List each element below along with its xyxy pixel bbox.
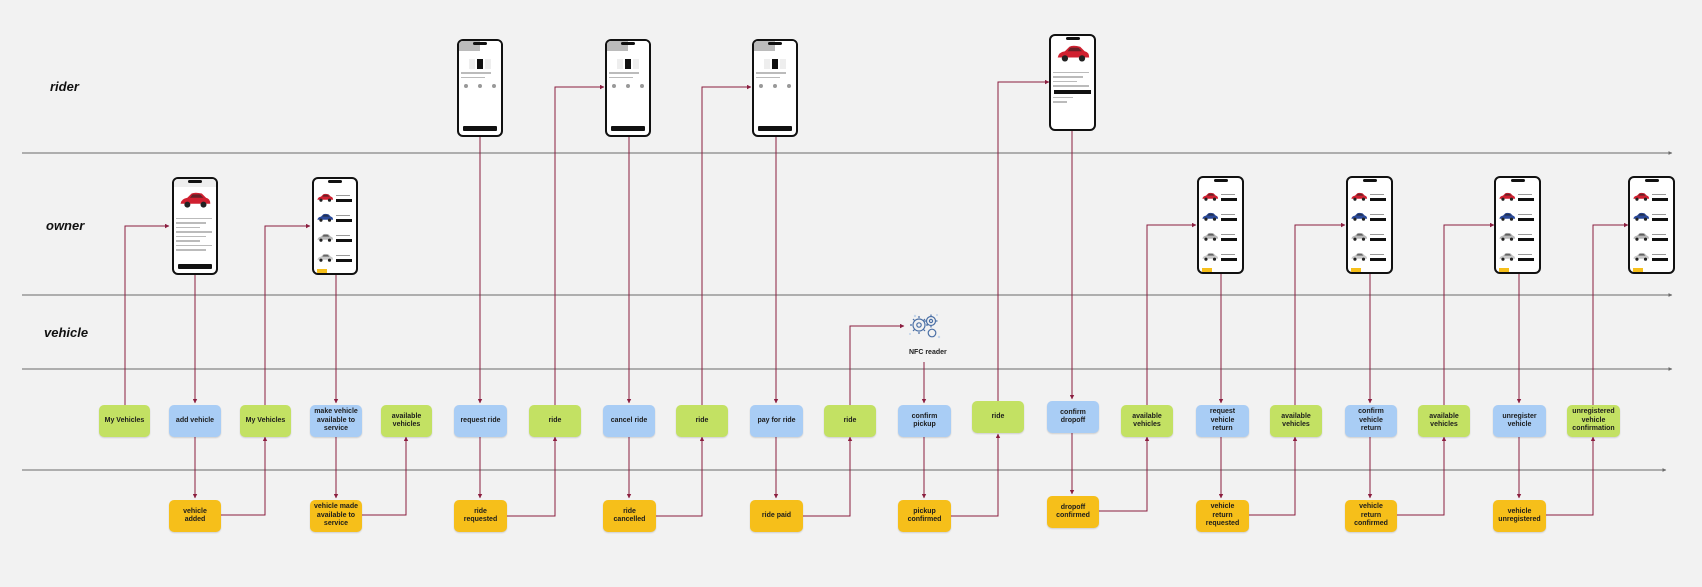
- connector: [801, 436, 853, 517]
- view-sticky: ride: [972, 401, 1024, 433]
- vehicle-list-phone-screen: [1197, 176, 1244, 274]
- vehicle-list-phone-screen: [1628, 176, 1675, 274]
- event-sticky: pickup confirmed: [898, 500, 951, 532]
- connector: [220, 436, 268, 516]
- event-sticky: ride paid: [750, 500, 803, 532]
- connector: [1592, 222, 1629, 405]
- lane-label-rider: rider: [50, 79, 79, 94]
- connector: [849, 323, 905, 405]
- flow-connectors: [124, 79, 1629, 517]
- phone-notch: [1362, 179, 1377, 182]
- event-sticky: ride requested: [454, 500, 507, 532]
- phone-notch: [188, 180, 202, 183]
- command-sticky: request vehicle return: [1196, 405, 1249, 437]
- event-sticky: vehicle return confirmed: [1345, 500, 1397, 532]
- phone-notch: [328, 180, 342, 183]
- vehicle-list-phone-screen: [312, 177, 358, 275]
- command-sticky: confirm vehicle return: [1345, 405, 1397, 437]
- phone-notch: [1644, 179, 1659, 182]
- phone-notch: [768, 42, 782, 45]
- phone-notch: [1065, 37, 1080, 40]
- view-sticky: available vehicles: [1418, 405, 1470, 437]
- command-sticky: confirm dropoff: [1047, 401, 1099, 433]
- connector: [949, 433, 1001, 517]
- connector: [1294, 222, 1346, 405]
- event-sticky: vehicle made available to service: [310, 500, 362, 532]
- connector: [505, 436, 558, 517]
- nfc-reader: [906, 310, 942, 342]
- connector: [264, 223, 311, 405]
- add-vehicle-form-phone-screen: [172, 177, 218, 275]
- event-sticky: dropoff confirmed: [1047, 496, 1099, 528]
- view-sticky: My Vehicles: [99, 405, 150, 437]
- connector: [654, 436, 705, 517]
- vehicle-list-phone-screen: [1494, 176, 1541, 274]
- view-sticky: ride: [676, 405, 728, 437]
- phone-notch: [473, 42, 487, 45]
- ride-request-phone-screen: [752, 39, 798, 137]
- connector: [1443, 222, 1495, 405]
- command-sticky: confirm pickup: [898, 405, 951, 437]
- phone-notch: [1213, 179, 1228, 182]
- view-sticky: ride: [824, 405, 876, 437]
- command-sticky: unregister vehicle: [1493, 405, 1546, 437]
- command-sticky: make vehicle available to service: [310, 405, 362, 437]
- phone-notch: [621, 42, 635, 45]
- nfc-reader-label: NFC reader: [909, 349, 947, 356]
- event-sticky: vehicle unregistered: [1493, 500, 1546, 532]
- view-sticky: available vehicles: [1121, 405, 1173, 437]
- command-sticky: add vehicle: [169, 405, 221, 437]
- lane-label-owner: owner: [46, 218, 85, 233]
- connector: [1544, 436, 1596, 516]
- lane-label-vehicle: vehicle: [44, 325, 89, 340]
- view-sticky: unregistered vehicle confirmation: [1567, 405, 1620, 437]
- event-sticky: vehicle return requested: [1196, 500, 1249, 532]
- lane-separators: [22, 151, 1673, 472]
- connector: [554, 84, 605, 405]
- connector: [1395, 436, 1447, 516]
- ride-request-phone-screen: [605, 39, 651, 137]
- view-sticky: My Vehicles: [240, 405, 291, 437]
- connector: [361, 436, 409, 516]
- view-sticky: ride: [529, 405, 581, 437]
- event-sticky: ride cancelled: [603, 500, 656, 532]
- view-sticky: available vehicles: [381, 405, 432, 437]
- nfc-gears-icon: [909, 314, 941, 339]
- connector: [997, 79, 1050, 401]
- view-sticky: available vehicles: [1270, 405, 1322, 437]
- connector: [1146, 222, 1197, 405]
- ride-details-phone-screen: [1049, 34, 1096, 131]
- ride-request-phone-screen: [457, 39, 503, 137]
- event-sticky: vehicle added: [169, 500, 221, 532]
- phone-notch: [1510, 179, 1525, 182]
- vehicle-list-phone-screen: [1346, 176, 1393, 274]
- connector: [1097, 436, 1150, 512]
- command-sticky: cancel ride: [603, 405, 655, 437]
- connector: [1246, 436, 1298, 516]
- connector: [124, 223, 170, 405]
- command-sticky: request ride: [454, 405, 507, 437]
- connector: [701, 84, 752, 405]
- command-sticky: pay for ride: [750, 405, 803, 437]
